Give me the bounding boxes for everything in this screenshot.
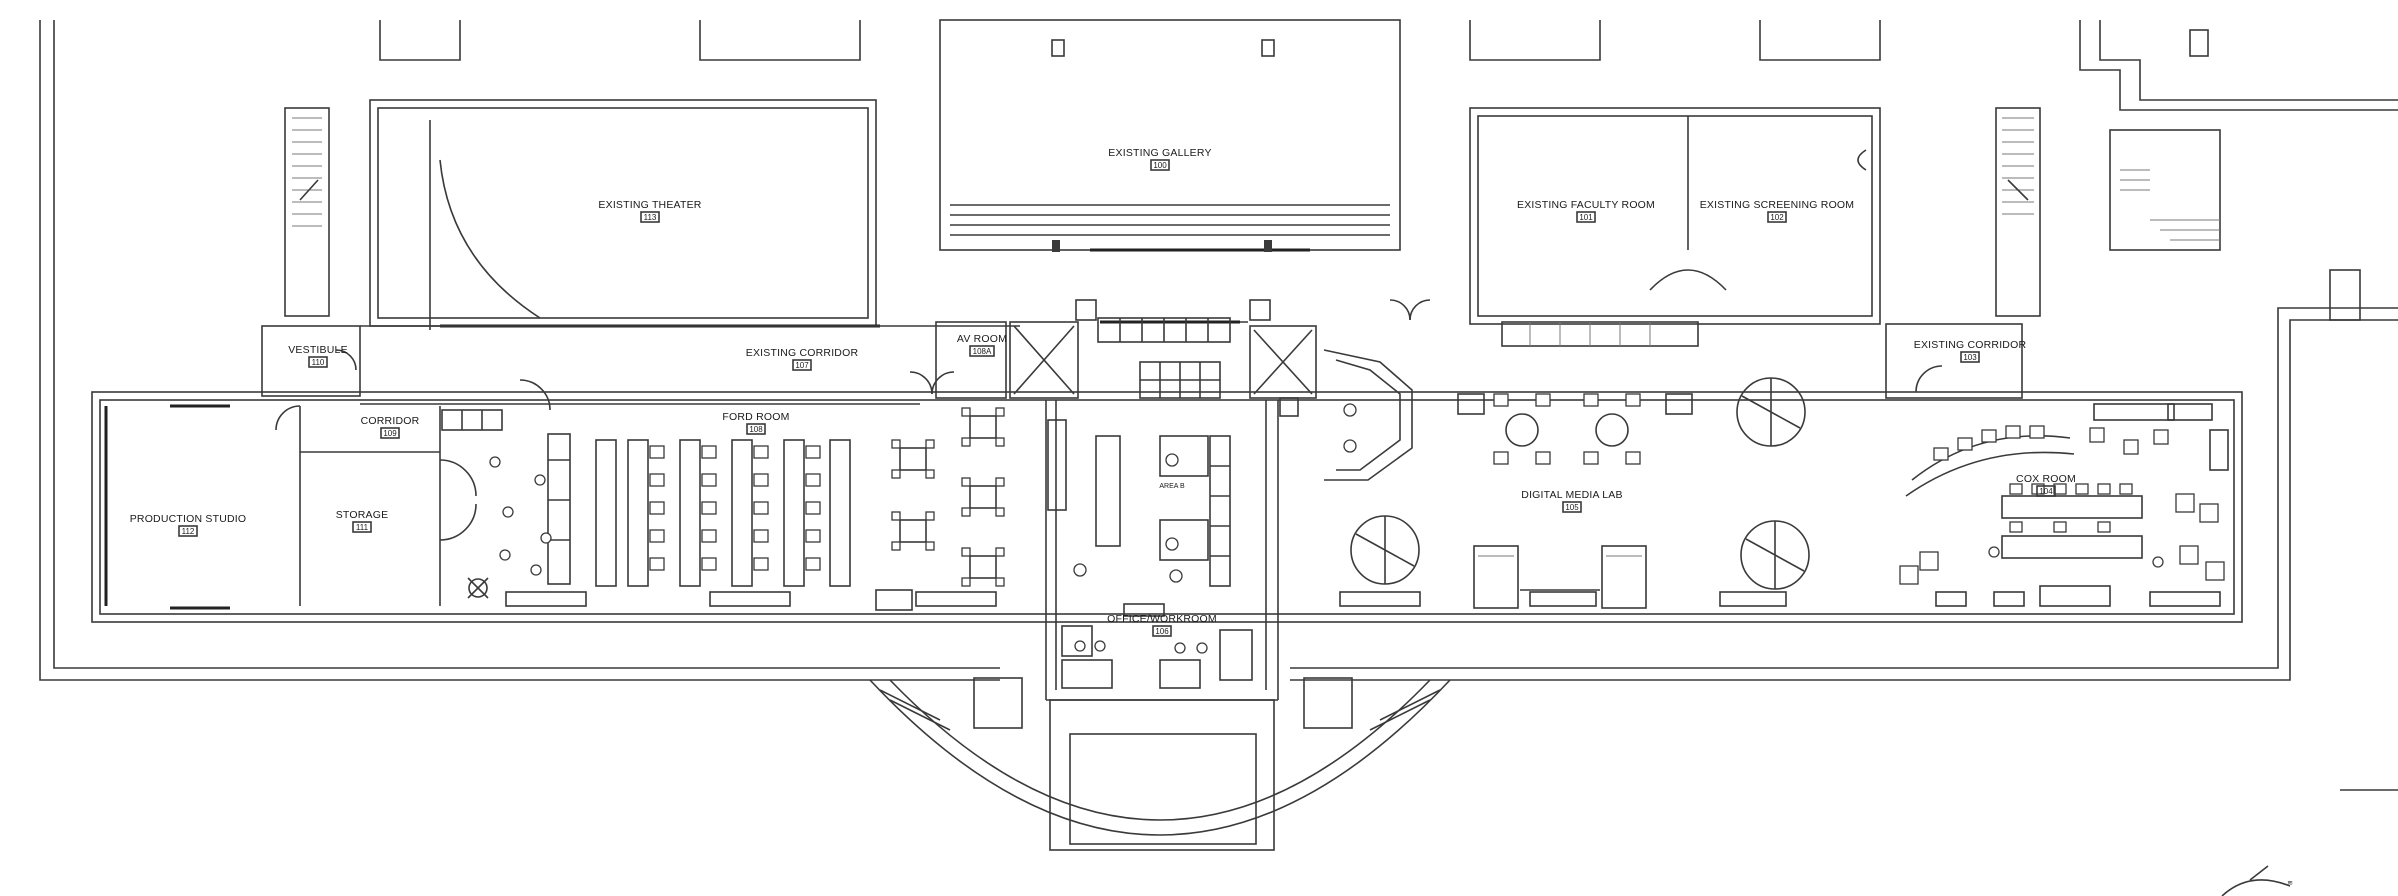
room-label-digital-media-lab: DIGITAL MEDIA LAB 105 [1521, 489, 1623, 513]
svg-text:FORD ROOM: FORD ROOM [722, 411, 789, 423]
room-label-existing-gallery: EXISTING GALLERY 100 [1108, 147, 1211, 171]
svg-text:112: 112 [182, 527, 195, 536]
svg-text:105: 105 [1565, 503, 1579, 512]
svg-text:104: 104 [2039, 487, 2053, 496]
room-label-existing-faculty-room: EXISTING FACULTY ROOM 101 [1517, 199, 1655, 223]
svg-text:CORRIDOR: CORRIDOR [361, 415, 420, 427]
svg-text:EXISTING CORRIDOR: EXISTING CORRIDOR [1914, 339, 2027, 351]
svg-text:113: 113 [644, 213, 657, 222]
svg-text:EXISTING GALLERY: EXISTING GALLERY [1108, 147, 1211, 159]
cox-room-furniture [1899, 403, 2229, 607]
room-label-vestibule: VESTIBULE 110 [288, 344, 348, 368]
svg-text:102: 102 [1770, 213, 1784, 222]
room-label-ford-room: FORD ROOM 108 [722, 411, 789, 435]
room-label-existing-corridor-east: EXISTING CORRIDOR 103 [1914, 339, 2027, 363]
svg-text:AV ROOM: AV ROOM [957, 333, 1007, 345]
room-label-existing-theater: EXISTING THEATER 113 [598, 199, 702, 223]
svg-text:101: 101 [1579, 213, 1593, 222]
svg-text:EXISTING CORRIDOR: EXISTING CORRIDOR [746, 347, 859, 359]
svg-text:108: 108 [749, 425, 763, 434]
svg-text:COX ROOM: COX ROOM [2016, 473, 2076, 485]
room-label-office-workroom: OFFICE/WORKROOM 106 [1107, 613, 1217, 637]
room-label-existing-screening-room: EXISTING SCREENING ROOM 102 [1700, 199, 1855, 223]
svg-text:PRODUCTION STUDIO: PRODUCTION STUDIO [130, 513, 247, 525]
svg-text:107: 107 [795, 361, 809, 370]
svg-text:EXISTING FACULTY ROOM: EXISTING FACULTY ROOM [1517, 199, 1655, 211]
south-portico [869, 677, 1451, 851]
main-floor-walls [91, 299, 2243, 701]
existing-north-wing [284, 19, 2361, 330]
svg-text:106: 106 [1155, 627, 1169, 636]
room-label-cox-room: COX ROOM 104 [2016, 473, 2076, 497]
svg-text:111: 111 [356, 523, 369, 532]
svg-text:OFFICE/WORKROOM: OFFICE/WORKROOM [1107, 613, 1217, 625]
svg-text:103: 103 [1963, 353, 1977, 362]
svg-text:VESTIBULE: VESTIBULE [288, 344, 348, 356]
svg-text:≋: ≋ [2287, 880, 2293, 887]
svg-text:DIGITAL MEDIA LAB: DIGITAL MEDIA LAB [1521, 489, 1622, 501]
svg-text:EXISTING THEATER: EXISTING THEATER [598, 199, 701, 211]
svg-text:110: 110 [312, 358, 325, 367]
room-label-av-room: AV ROOM 108A [957, 333, 1007, 357]
room-label-corridor: CORRIDOR 109 [361, 415, 420, 439]
area-b-annotation: AREA B [1159, 483, 1185, 490]
room-label-existing-corridor-west: EXISTING CORRIDOR 107 [746, 347, 859, 371]
building-outline [39, 20, 2398, 791]
svg-text:109: 109 [383, 429, 397, 438]
office-workroom-furniture [1047, 317, 1253, 689]
digital-media-lab-furniture [1279, 321, 1810, 609]
ford-room-furniture [441, 407, 1005, 611]
north-arrow: ≋ [2221, 865, 2293, 896]
room-label-production-studio: PRODUCTION STUDIO 112 [130, 513, 247, 537]
svg-text:EXISTING SCREENING ROOM: EXISTING SCREENING ROOM [1700, 199, 1855, 211]
svg-text:108A: 108A [973, 347, 992, 356]
room-label-storage: STORAGE 111 [336, 509, 389, 533]
svg-text:100: 100 [1153, 161, 1167, 170]
west-stair [292, 117, 322, 227]
svg-text:STORAGE: STORAGE [336, 509, 389, 521]
